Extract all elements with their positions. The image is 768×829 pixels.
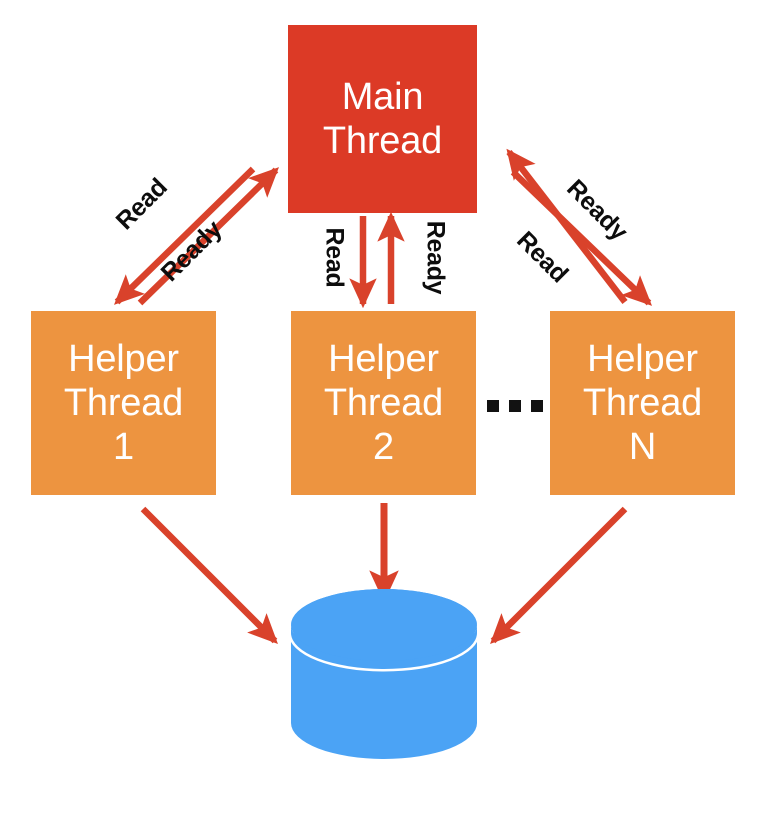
arrow-left-read — [114, 166, 256, 305]
node-helper-thread-n[interactable]: Helper Thread N — [550, 311, 735, 495]
helper-thread-2-label-line2: Thread — [323, 381, 444, 424]
node-main-thread[interactable]: Main Thread — [288, 25, 477, 213]
arrow-helper-n-to-storage — [490, 506, 628, 644]
arrow-helper-1-to-storage — [140, 506, 278, 644]
helper-thread-1-label-line1: Helper — [68, 337, 179, 380]
arrow-right-ready — [506, 148, 628, 304]
ellipsis-dot — [487, 400, 499, 412]
helper-thread-n-label-line2: Thread — [582, 381, 703, 424]
arrow-left-ready — [137, 167, 279, 306]
arrow-right-read — [510, 169, 653, 306]
edge-label-center-read: Read — [320, 227, 349, 288]
helper-thread-1-label-line2: Thread — [63, 381, 184, 424]
ellipsis-dot — [509, 400, 521, 412]
node-helper-thread-1[interactable]: Helper Thread 1 — [31, 311, 216, 495]
helper-thread-2-label-line3: 2 — [373, 426, 394, 469]
helper-thread-1-label-line3: 1 — [113, 426, 134, 469]
storage-cylinder-icon — [288, 589, 480, 759]
edge-label-center-ready: Ready — [421, 220, 450, 295]
ellipsis-dot — [531, 400, 543, 412]
helper-thread-n-label-line1: Helper — [587, 337, 698, 380]
ellipsis-icon — [487, 396, 543, 416]
helper-thread-n-label-line3: N — [628, 426, 657, 469]
node-helper-thread-2[interactable]: Helper Thread 2 — [291, 311, 476, 495]
main-thread-label-line2: Thread — [322, 120, 443, 162]
helper-thread-2-label-line1: Helper — [328, 337, 439, 380]
main-thread-label-line1: Main — [341, 75, 424, 118]
